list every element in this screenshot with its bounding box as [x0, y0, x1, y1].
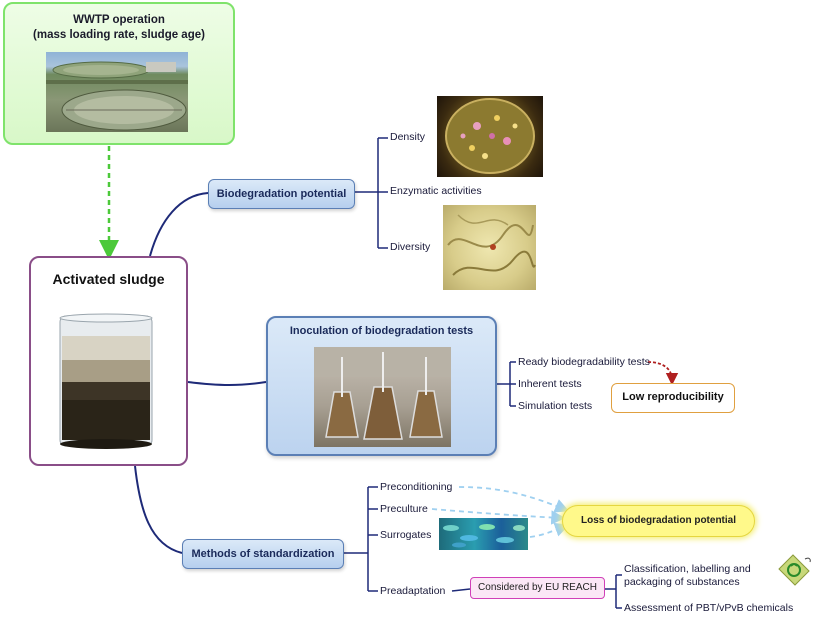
method-preconditioning: Preconditioning [380, 481, 453, 493]
test-simulation: Simulation tests [518, 400, 593, 412]
branch-methods-group [344, 486, 378, 592]
wwtp-title: WWTP operation (mass loading rate, sludg… [5, 13, 233, 43]
wwtp-title-line1: WWTP operation [73, 14, 165, 26]
activated-sludge-title: Activated sludge [52, 271, 165, 287]
bacteria-photo [439, 518, 528, 550]
test-ready-biodegradability: Ready biodegradability tests [518, 356, 650, 368]
branch-inoculation [187, 381, 267, 386]
biodegradation-potential-node: Biodegradation potential [208, 179, 355, 209]
microscopy-photo [443, 205, 536, 290]
line-preadaptation-reach [451, 588, 471, 592]
method-surrogates: Surrogates [380, 529, 432, 541]
reach-item-classification-line2: packaging of substances [624, 576, 740, 588]
method-preadaptation: Preadaptation [380, 585, 446, 597]
blue-arrow-preconditioning [458, 486, 570, 513]
loss-of-biodegradation-potential-box: Loss of biodegradation potential [562, 505, 755, 537]
wwtp-title-line2: (mass loading rate, sludge age) [33, 29, 205, 41]
blue-arrow-preculture [431, 508, 566, 525]
blue-arrow-surrogates [529, 522, 570, 538]
low-reproducibility-box: Low reproducibility [611, 383, 735, 413]
item-density: Density [390, 131, 426, 143]
branch-tests-group [497, 361, 516, 407]
test-inherent: Inherent tests [518, 378, 582, 390]
branch-standardization [134, 465, 183, 554]
petri-dish-photo [437, 96, 543, 177]
item-diversity: Diversity [390, 241, 431, 253]
reach-item-assessment: Assessment of PBT/vPvB chemicals [624, 602, 794, 614]
flasks-photo [314, 347, 451, 447]
reach-item-classification-line1: Classification, labelling and [624, 563, 751, 575]
methods-of-standardization-node: Methods of standardization [182, 539, 344, 569]
inoculation-title: Inoculation of biodegradation tests [289, 325, 474, 337]
recycle-tag-icon [775, 551, 813, 591]
considered-by-eu-reach-box: Considered by EU REACH [470, 577, 605, 599]
item-enzymatic-activities: Enzymatic activities [390, 185, 482, 197]
red-dashed-arrow [647, 361, 679, 386]
method-preculture: Preculture [380, 503, 428, 515]
sludge-beaker-photo [56, 310, 156, 450]
wwtp-plant-photo [46, 52, 188, 132]
branch-reach-items [605, 574, 622, 609]
branch-density-group [355, 137, 388, 249]
branch-biodegradation [149, 192, 209, 257]
